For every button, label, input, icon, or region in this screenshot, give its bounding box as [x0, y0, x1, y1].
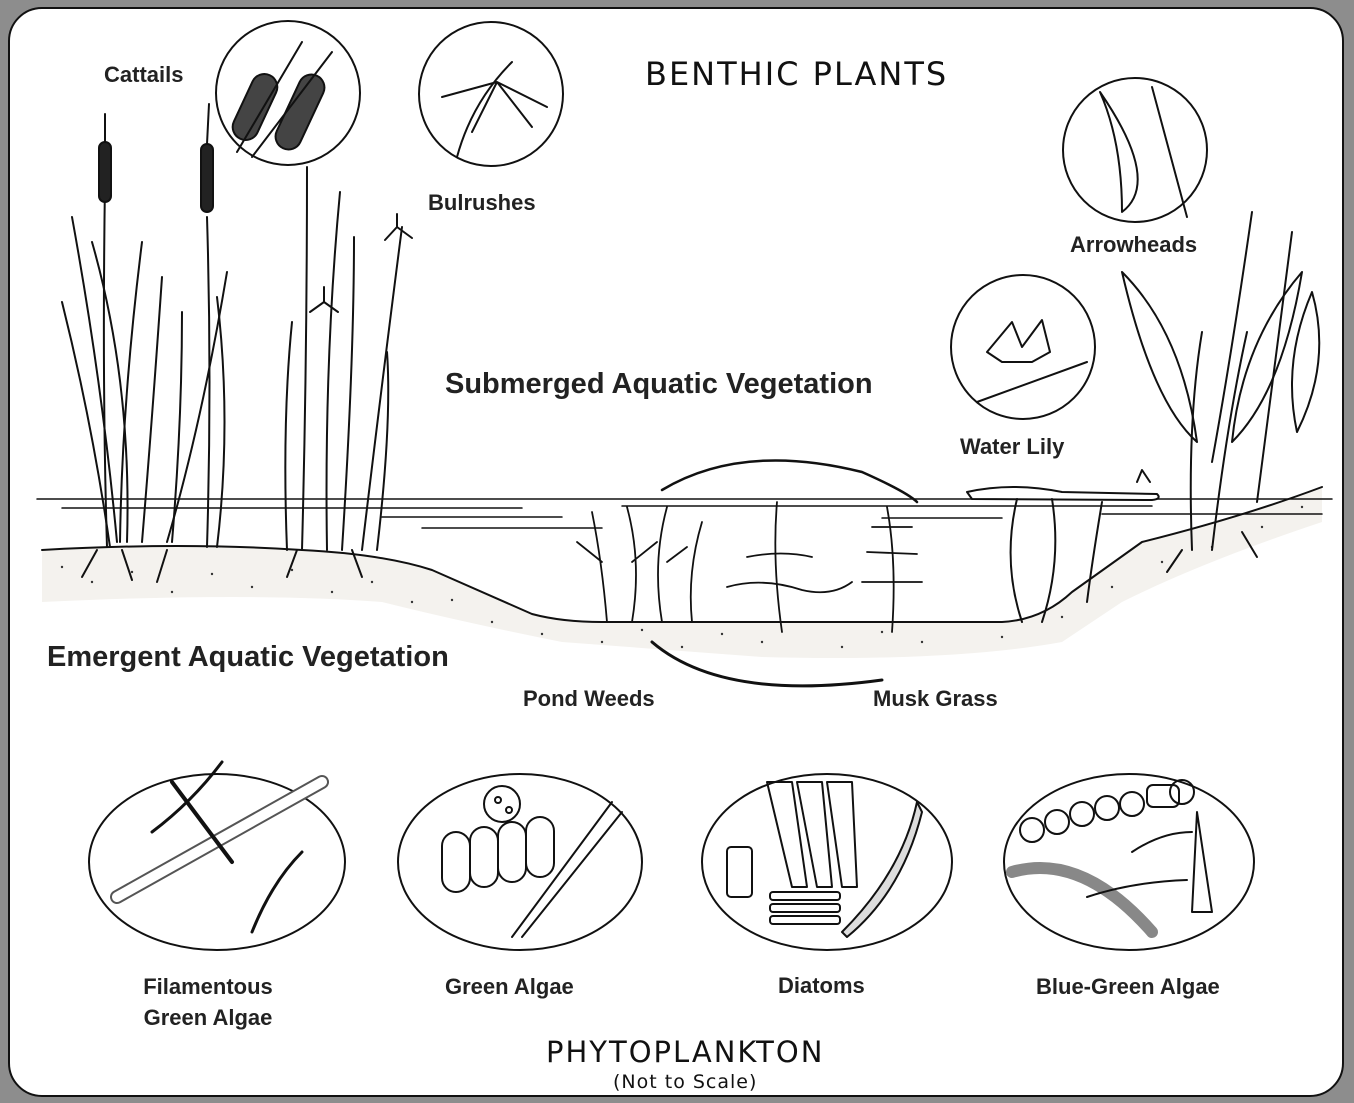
benthic-plants-heading: BENTHIC PLANTS — [645, 55, 948, 93]
phytoplankton-heading: PHYTOPLANKTON — [546, 1035, 824, 1069]
bulrushes-plant — [285, 167, 412, 577]
green-algae-oval — [398, 774, 642, 950]
bulrushes-label: Bulrushes — [428, 189, 536, 217]
arrowheads-detail-circle — [1063, 78, 1207, 222]
filamentous-green-algae-label: Filamentous Green Algae — [117, 973, 299, 1031]
illustration-card: BENTHIC PLANTS Cattails Bulrushes Arrowh… — [8, 7, 1344, 1097]
zone-divider-arc — [662, 460, 917, 502]
water-lily-detail-circle — [951, 275, 1095, 419]
cattails-label: Cattails — [104, 61, 183, 89]
cattails-detail-circle — [216, 21, 360, 165]
filamentous-label-line2: Green Algae — [117, 1004, 299, 1032]
emergent-vegetation-label: Emergent Aquatic Vegetation — [47, 639, 449, 675]
pond-weeds-plant — [577, 507, 702, 622]
diatoms-label: Diatoms — [778, 972, 865, 1000]
cattails-plant — [62, 104, 227, 582]
not-to-scale-note: (Not to Scale) — [613, 1071, 757, 1093]
pond-weeds-label: Pond Weeds — [523, 685, 655, 713]
pond-sediment — [42, 487, 1322, 658]
blue-green-algae-oval — [1004, 774, 1254, 950]
water-surface — [37, 499, 1332, 528]
green-algae-label: Green Algae — [445, 973, 574, 1001]
arrowheads-label: Arrowheads — [1070, 231, 1197, 259]
musk-grass-label: Musk Grass — [873, 685, 998, 713]
bulrushes-detail-circle — [419, 22, 563, 166]
musk-grass-plant — [727, 502, 922, 632]
filamentous-label-line1: Filamentous — [117, 973, 299, 1001]
diatoms-oval — [702, 774, 952, 950]
water-lily-label: Water Lily — [960, 433, 1064, 461]
filamentous-green-algae-oval — [89, 762, 345, 950]
blue-green-algae-label: Blue-Green Algae — [1036, 973, 1220, 1001]
submerged-vegetation-label: Submerged Aquatic Vegetation — [445, 366, 873, 402]
